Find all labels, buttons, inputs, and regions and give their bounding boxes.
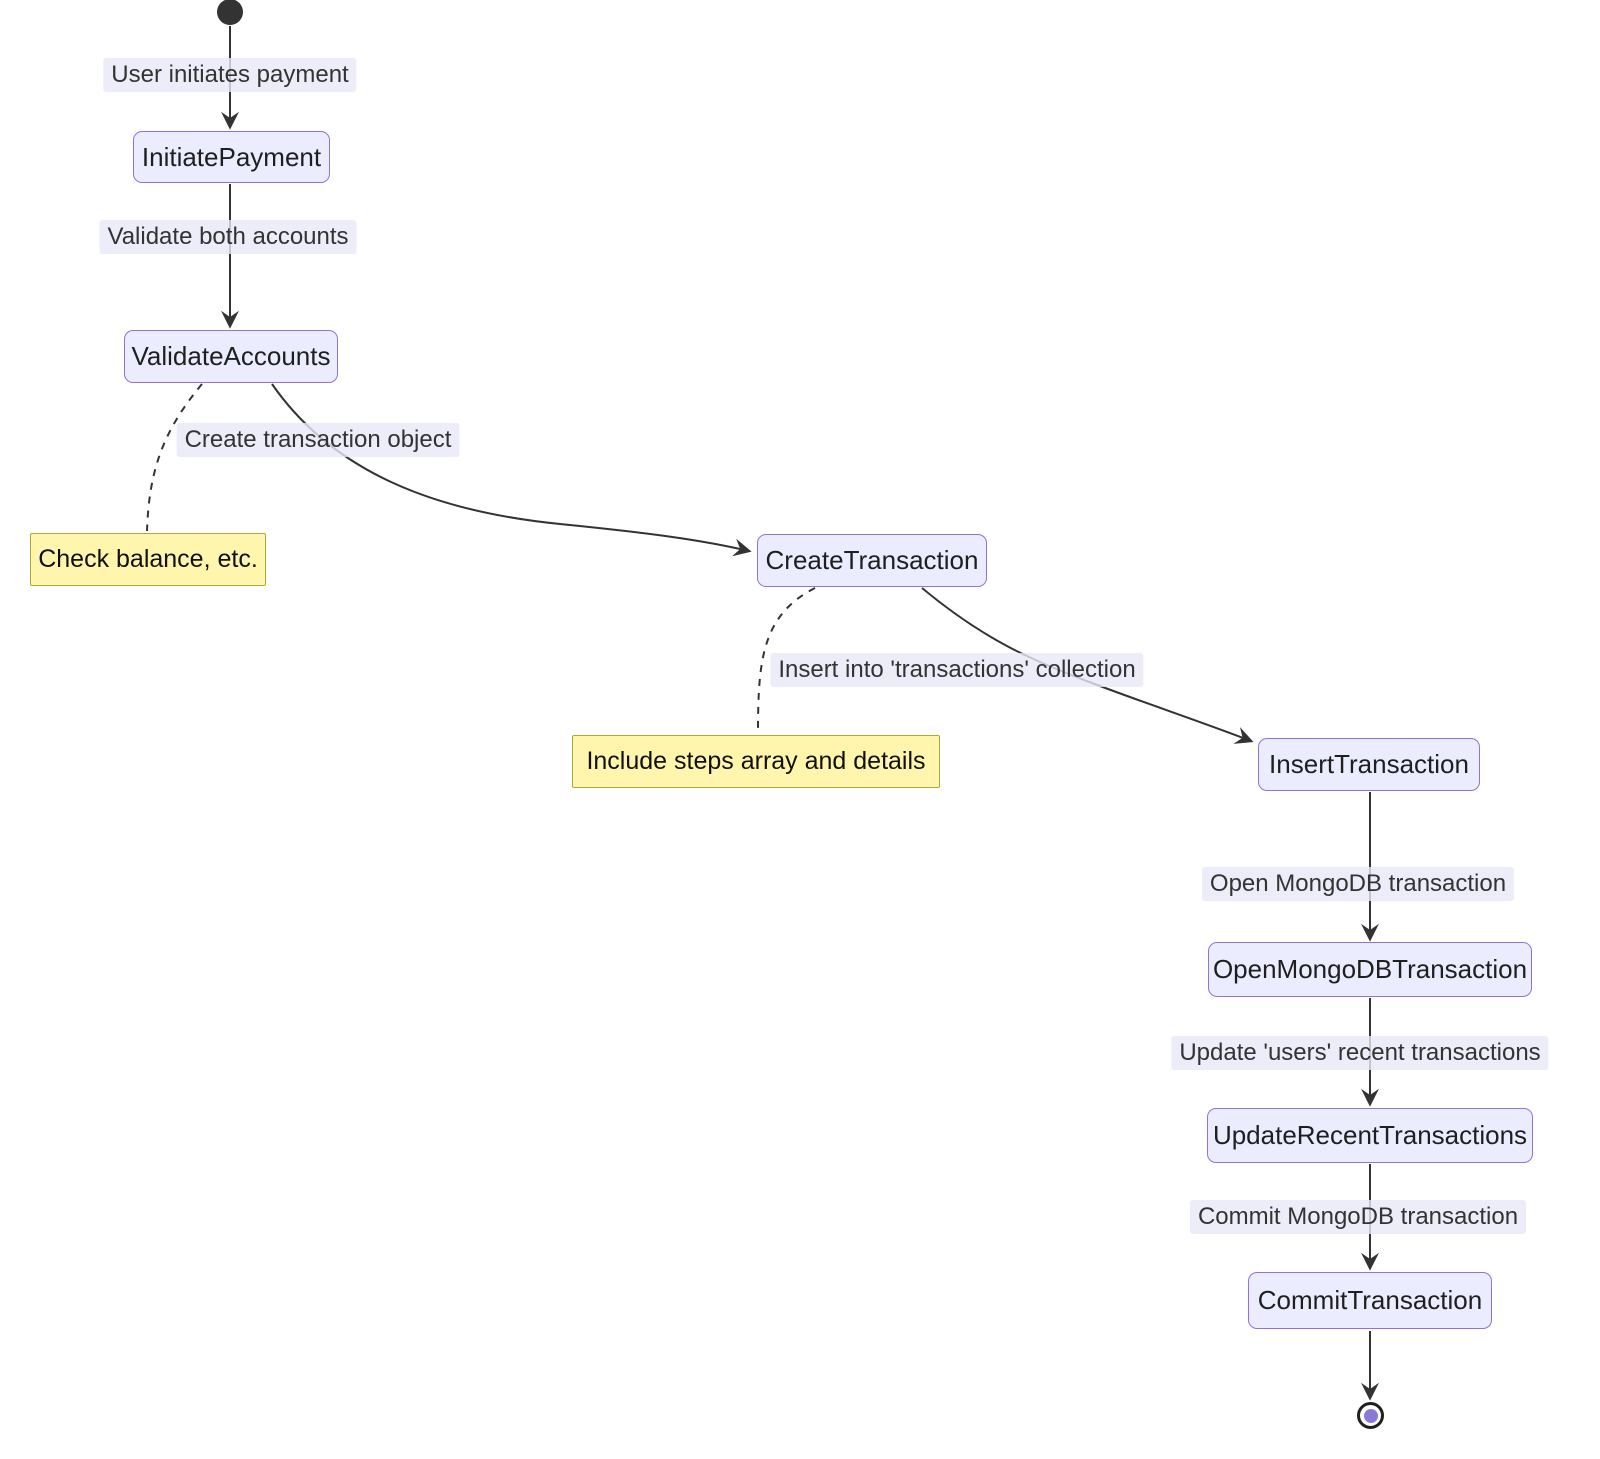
edge-note-validateaccounts [146,383,203,532]
note-include-steps-array: Include steps array and details [572,735,940,788]
note-text: Check balance, etc. [38,545,258,573]
note-text: Include steps array and details [586,747,926,775]
state-open-mongodb-transaction: OpenMongoDBTransaction [1208,942,1532,997]
edge-label-update-users-recent-transactions: Update 'users' recent transactions [1171,1036,1549,1070]
state-label: InsertTransaction [1269,749,1469,779]
start-state-icon [217,0,243,25]
edge-note-createtransaction [757,587,816,734]
state-label: InitiatePayment [141,141,322,172]
edge-label-insert-into-transactions-collection: Insert into 'transactions' collection [770,653,1144,687]
state-label: UpdateRecentTransactions [1212,1120,1528,1150]
state-commit-transaction: CommitTransaction [1248,1272,1492,1329]
edge-label-user-initiates-payment: User initiates payment [103,58,357,92]
end-state-icon [1357,1402,1384,1429]
edge-validateaccounts-to-createtransaction [271,383,752,557]
state-initiate-payment: InitiatePayment [133,131,330,183]
note-check-balance: Check balance, etc. [30,533,266,586]
edge-label-create-transaction-object: Create transaction object [176,423,460,457]
edge-label-commit-mongodb-transaction: Commit MongoDB transaction [1189,1200,1527,1234]
state-update-recent-transactions: UpdateRecentTransactions [1207,1108,1533,1163]
state-label: OpenMongoDBTransaction [1212,954,1528,984]
state-label: CreateTransaction [765,545,979,575]
state-insert-transaction: InsertTransaction [1258,738,1480,791]
state-label: CommitTransaction [1257,1285,1483,1315]
edge-label-validate-both-accounts: Validate both accounts [99,220,357,254]
state-label: ValidateAccounts [131,341,331,371]
state-validate-accounts: ValidateAccounts [124,330,338,383]
end-state-inner-dot [1363,1408,1378,1423]
edge-label-open-mongodb-transaction: Open MongoDB transaction [1201,867,1515,901]
state-create-transaction: CreateTransaction [757,534,987,587]
